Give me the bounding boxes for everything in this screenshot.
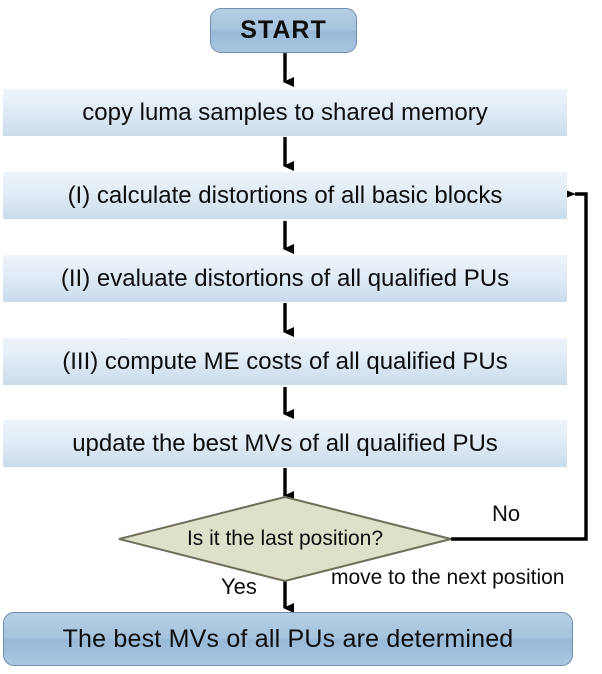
edge-label-no-text: No [492, 501, 521, 526]
edge-label-yes-text: Yes [221, 574, 257, 599]
node-start-label: START [240, 16, 327, 44]
node-step-3-label: (III) compute ME costs of all qualified … [62, 347, 508, 375]
edge-label-move-next-position: move to the next position [331, 566, 564, 590]
node-end-best-mvs-determined[interactable]: The best MVs of all PUs are determined [3, 612, 573, 666]
node-copy-luma[interactable]: copy luma samples to shared memory [3, 89, 567, 136]
decision-diamond [118, 495, 452, 583]
node-step-4-update-best-mvs[interactable]: update the best MVs of all qualified PUs [3, 420, 567, 467]
node-start[interactable]: START [210, 8, 357, 53]
edge-label-no: No [492, 501, 520, 527]
node-end-label: The best MVs of all PUs are determined [62, 624, 514, 653]
connector-decision-no-loop [451, 189, 588, 541]
node-step-3-compute-me-costs[interactable]: (III) compute ME costs of all qualified … [3, 338, 567, 385]
node-step-2-evaluate-distortions[interactable]: (II) evaluate distortions of all qualifi… [3, 255, 567, 302]
node-step-1-label: (I) calculate distortions of all basic b… [67, 181, 503, 209]
edge-label-move-next-position-text: move to the next position [331, 566, 565, 589]
edge-label-yes: Yes [221, 574, 257, 600]
node-decision-last-position[interactable]: Is it the last position? [160, 519, 410, 559]
node-step-1-calculate-distortions[interactable]: (I) calculate distortions of all basic b… [3, 172, 567, 219]
node-step-2-label: (II) evaluate distortions of all qualifi… [60, 264, 510, 292]
node-decision-label: Is it the last position? [186, 527, 384, 550]
node-copy-luma-label: copy luma samples to shared memory [82, 98, 488, 126]
node-step-4-label: update the best MVs of all qualified PUs [72, 429, 498, 457]
